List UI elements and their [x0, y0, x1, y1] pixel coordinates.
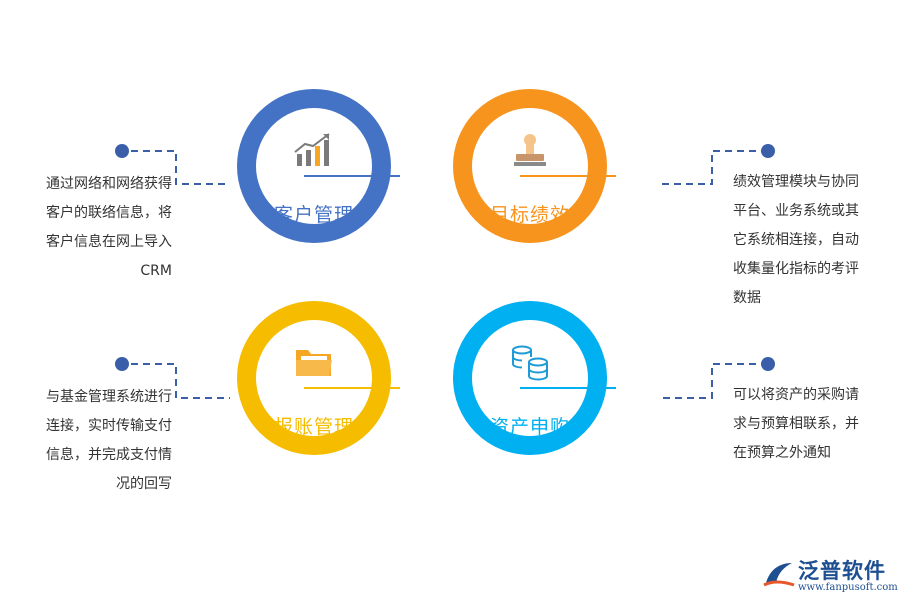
- node-title: 客户管理: [273, 204, 354, 226]
- description-expense: 与基金管理系统进行 连接，实时传输支付 信息，并完成支付情 况的回写: [22, 383, 172, 499]
- node-asset-procurement: 资产申购: [453, 301, 616, 455]
- description-line: 客户信息在网上导入: [46, 234, 172, 250]
- stamp-icon: [514, 134, 546, 166]
- logo-mark-icon: [763, 563, 795, 587]
- connector-dot-asset: [761, 357, 775, 371]
- node-expense-management: 报账管理: [237, 301, 400, 455]
- description-line: 客户的联络信息，将: [46, 205, 172, 221]
- description-performance: 绩效管理模块与协同 平台、业务系统或其 它系统相连接，自动 收集量化指标的考评 …: [733, 168, 883, 313]
- description-line: 通过网络和网络获得: [46, 176, 172, 192]
- node-divider: [520, 387, 616, 389]
- description-line: CRM: [140, 263, 172, 279]
- description-line: 求与预算相联系，并: [733, 416, 859, 432]
- chart-bar-trend-icon: [294, 133, 330, 166]
- description-line: 连接，实时传输支付: [46, 418, 172, 434]
- node-target-performance: 目标绩效: [453, 89, 616, 243]
- description-line: 数据: [733, 290, 761, 306]
- connector-expense: [131, 363, 230, 399]
- node-title: 目标绩效: [489, 204, 570, 226]
- brand-logo: 泛普软件 www.fanpusoft.com: [762, 555, 898, 597]
- description-line: 在预算之外通知: [733, 445, 831, 461]
- description-line: 收集量化指标的考评: [733, 261, 859, 277]
- node-title: 资产申购: [489, 416, 570, 438]
- description-line: 与基金管理系统进行: [46, 389, 172, 405]
- description-line: 信息，并完成支付情: [46, 447, 172, 463]
- node-customer-management: 客户管理: [237, 89, 400, 243]
- brand-name: 泛普软件: [798, 559, 886, 583]
- connector-dot-expense: [115, 357, 129, 371]
- node-title: 报账管理: [273, 416, 354, 438]
- connector-asset: [660, 363, 768, 399]
- coin-stack-icon: [512, 345, 548, 381]
- connector-dot-customer: [115, 144, 129, 158]
- description-line: 平台、业务系统或其: [733, 203, 859, 219]
- node-divider: [304, 175, 400, 177]
- brand-url: www.fanpusoft.com: [798, 582, 898, 593]
- node-divider: [520, 175, 616, 177]
- description-line: 绩效管理模块与协同: [733, 174, 859, 190]
- description-line: 况的回写: [116, 476, 172, 492]
- description-line: 它系统相连接，自动: [733, 232, 859, 248]
- description-line: 可以将资产的采购请: [733, 387, 859, 403]
- description-customer: 通过网络和网络获得 客户的联络信息，将 客户信息在网上导入 CRM: [22, 170, 172, 286]
- node-divider: [304, 387, 400, 389]
- folder-icon: [296, 350, 332, 376]
- connector-customer: [131, 150, 230, 185]
- connector-performance: [660, 150, 768, 185]
- description-asset: 可以将资产的采购请 求与预算相联系，并 在预算之外通知: [733, 381, 883, 468]
- connector-dot-performance: [761, 144, 775, 158]
